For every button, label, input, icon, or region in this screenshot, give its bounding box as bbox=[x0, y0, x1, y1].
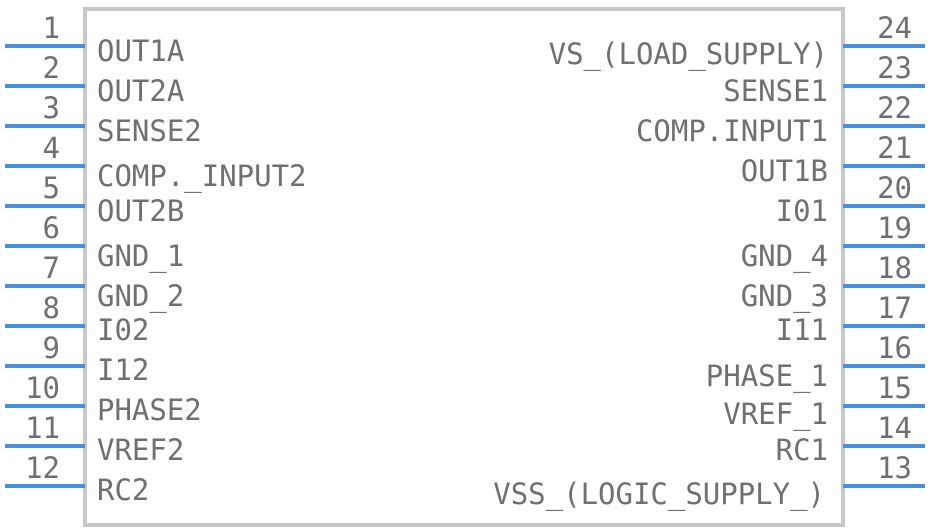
pin-16-label: I11 bbox=[776, 313, 828, 347]
pin-4-number: 4 bbox=[43, 131, 60, 165]
pin-9-number: 9 bbox=[43, 331, 60, 365]
pin-12-label: RC2 bbox=[97, 473, 149, 507]
pin-15-label: PHASE_1 bbox=[706, 359, 828, 394]
pin-1-label: OUT1A bbox=[97, 34, 184, 68]
pin-14-number: 14 bbox=[877, 411, 912, 445]
pin-19-number: 19 bbox=[877, 211, 912, 245]
pin-5-number: 5 bbox=[43, 171, 60, 205]
pin-12-number: 12 bbox=[25, 451, 60, 485]
pin-11-number: 11 bbox=[25, 411, 60, 445]
ic-body bbox=[83, 7, 845, 527]
pin-9-label: I12 bbox=[97, 353, 149, 387]
pin-22-number: 22 bbox=[877, 91, 912, 125]
pin-3-number: 3 bbox=[43, 91, 60, 125]
pin-6-label: GND_1 bbox=[97, 239, 184, 274]
pin-6-number: 6 bbox=[43, 211, 60, 245]
pin-13-number: 13 bbox=[877, 451, 912, 485]
pin-2-number: 2 bbox=[43, 51, 60, 85]
pin-23-label: SENSE1 bbox=[723, 74, 828, 108]
pin-1-number: 1 bbox=[43, 11, 60, 45]
pin-23-number: 23 bbox=[877, 51, 912, 85]
pin-24-label: VS_(LOAD_SUPPLY) bbox=[549, 37, 828, 72]
pin-22-label: COMP.INPUT1 bbox=[636, 114, 828, 148]
pin-17-number: 17 bbox=[877, 291, 912, 325]
pin-2-label: OUT2A bbox=[97, 74, 184, 108]
bottom-right-label: VSS_(LOGIC_SUPPLY_) bbox=[493, 477, 825, 512]
pin-10-label: PHASE2 bbox=[97, 393, 202, 427]
pin-20-number: 20 bbox=[877, 171, 912, 205]
pin-11-label: VREF2 bbox=[97, 433, 184, 467]
pin-4-label: COMP._INPUT2 bbox=[97, 159, 307, 194]
pin-18-number: 18 bbox=[877, 251, 912, 285]
pin-7-number: 7 bbox=[43, 251, 60, 285]
pin-3-label: SENSE2 bbox=[97, 114, 202, 148]
pin-8-number: 8 bbox=[43, 291, 60, 325]
pin-14-label: VREF_1 bbox=[723, 397, 828, 432]
pin-24-number: 24 bbox=[877, 11, 912, 45]
pin-7-label: GND_2 bbox=[97, 279, 184, 314]
pin-5-label: OUT2B bbox=[97, 194, 184, 228]
pin-16-number: 16 bbox=[877, 331, 912, 365]
pin-10-number: 10 bbox=[25, 371, 60, 405]
pin-8-label: I02 bbox=[97, 313, 149, 347]
pin-17-label: GND_3 bbox=[741, 279, 828, 314]
pin-13-label: RC1 bbox=[776, 433, 828, 467]
pin-20-label: I01 bbox=[776, 194, 828, 228]
pin-21-label: OUT1B bbox=[741, 154, 828, 188]
pin-21-number: 21 bbox=[877, 131, 912, 165]
pin-18-label: GND_4 bbox=[741, 239, 828, 274]
pin-15-number: 15 bbox=[877, 371, 912, 405]
